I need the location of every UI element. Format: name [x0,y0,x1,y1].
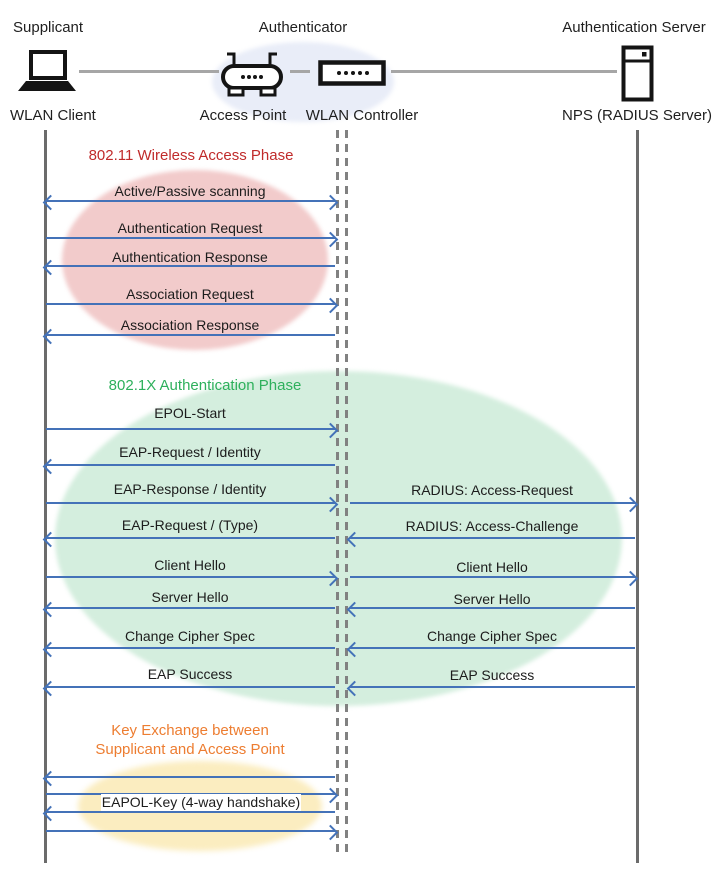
message-label-radius-access-request: RADIUS: Access-Request [411,482,573,498]
arrow-auth-request [46,237,335,239]
server-icon [621,45,654,102]
lifeline-controller-dashed-2 [345,130,348,858]
laptop-icon [18,50,76,91]
message-label-change-cipher-right: Change Cipher Spec [427,628,557,644]
message-label-scanning: Active/Passive scanning [114,183,266,199]
message-label-server-hello-right: Server Hello [453,591,531,607]
message-label-change-cipher-left: Change Cipher Spec [125,628,255,644]
arrow-radius-access-challenge [350,537,635,539]
message-label-eap-request-type: EAP-Request / (Type) [121,517,259,533]
arrow-4way-3 [46,811,335,813]
arrow-epol-start [46,428,335,430]
actor-title-authentication-server: Authentication Server [562,19,706,36]
arrow-scanning [46,200,335,202]
arrow-4way-4 [46,830,335,832]
arrow-eap-response-identity [46,502,335,504]
message-label-eapol-key: EAPOL-Key (4-way handshake) [101,794,301,811]
arrow-assoc-request [46,303,335,305]
message-label-eap-response-identity: EAP-Response / Identity [113,481,267,497]
arrow-eap-request-type [46,537,335,539]
access-point-icon [221,52,283,97]
arrow-change-cipher-right [350,647,635,649]
arrow-change-cipher-left [46,647,335,649]
message-label-auth-request: Authentication Request [117,220,263,236]
device-label-wlan-client: WLAN Client [10,107,96,124]
actor-title-supplicant: Supplicant [13,19,84,36]
arrow-4way-1 [46,776,335,778]
actor-title-authenticator: Authenticator [258,19,348,36]
phase3-title-line1: Key Exchange between [111,722,269,739]
arrow-client-hello-right [350,576,635,578]
lifeline-wlan-client [44,130,47,863]
message-label-assoc-request: Association Request [126,286,254,302]
connector-client-ap [79,70,219,73]
arrow-client-hello-left [46,576,335,578]
message-label-client-hello-right: Client Hello [456,559,528,575]
message-label-assoc-response: Association Response [120,317,260,333]
connector-controller-server [391,70,617,73]
phase3-title-line2: Supplicant and Access Point [95,741,285,758]
phase1-title: 802.11 Wireless Access Phase [88,147,294,164]
arrow-eap-success-left [46,686,335,688]
message-label-auth-response: Authentication Response [112,249,268,265]
arrow-eap-success-right [350,686,635,688]
lifeline-radius-server [636,130,639,863]
message-label-client-hello-left: Client Hello [154,557,226,573]
arrow-auth-response [46,265,335,267]
message-label-eap-success-right: EAP Success [449,667,535,683]
connector-ap-controller [290,70,310,73]
arrow-eap-request-identity [46,464,335,466]
device-label-access-point: Access Point [199,107,287,124]
arrow-server-hello-right [350,607,635,609]
arrow-radius-access-request [350,502,635,504]
arrow-server-hello-left [46,607,335,609]
lifeline-controller-dashed-1 [336,130,339,858]
message-label-eap-success-left: EAP Success [147,666,233,682]
message-label-server-hello-left: Server Hello [151,589,229,605]
device-label-nps: NPS (RADIUS Server) [561,107,713,124]
message-label-eap-request-identity: EAP-Request / Identity [119,444,261,460]
phase2-title: 802.1X Authentication Phase [108,377,302,394]
message-label-epol-start: EPOL-Start [154,405,226,421]
message-label-radius-access-challenge: RADIUS: Access-Challenge [405,518,579,534]
arrow-assoc-response [46,334,335,336]
wlan-controller-icon [318,60,386,86]
device-label-wlan-controller: WLAN Controller [305,107,419,124]
